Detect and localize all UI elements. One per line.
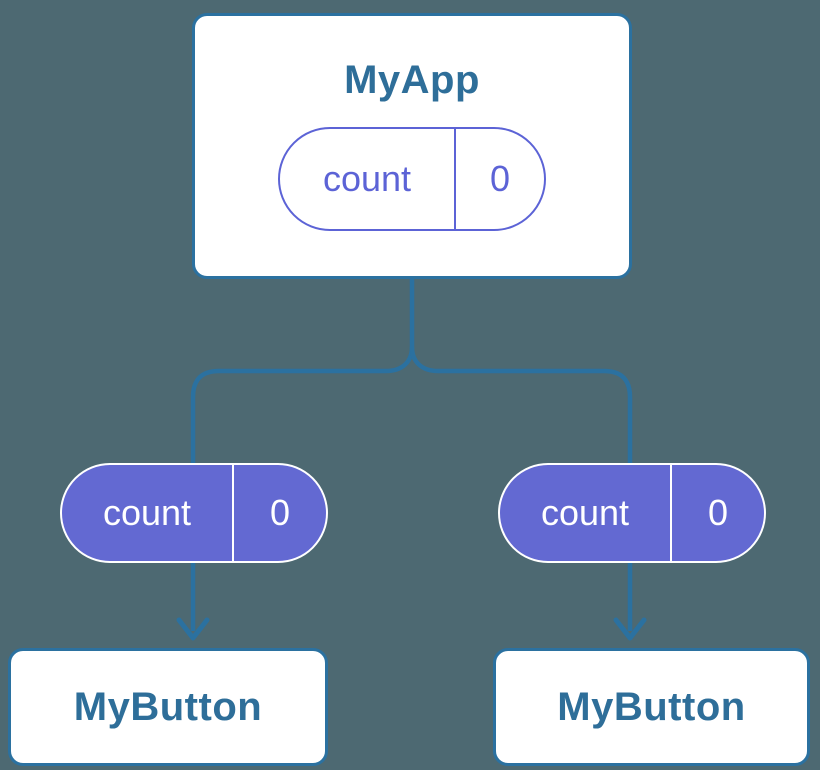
prop-value: 0 — [707, 492, 729, 533]
prop-pill: count 0 — [60, 463, 328, 563]
component-node-myapp: MyApp count 0 — [192, 13, 632, 279]
component-title: MyButton — [557, 684, 746, 729]
component-title: MyApp — [344, 58, 480, 102]
arrow-down-icon — [613, 617, 647, 641]
component-title: MyButton — [73, 684, 263, 729]
state-pill: count 0 — [278, 127, 546, 231]
branch-line-left — [190, 279, 415, 631]
prop-pill: count 0 — [498, 463, 766, 563]
prop-value: 0 — [269, 492, 291, 533]
component-node-mybutton-right: MyButton — [493, 648, 810, 766]
arrow-down-icon — [176, 617, 210, 641]
state-value: 0 — [489, 158, 511, 199]
prop-name: count — [62, 465, 234, 561]
component-node-mybutton-left: MyButton — [8, 648, 328, 766]
state-name: count — [280, 129, 456, 229]
prop-name: count — [500, 465, 672, 561]
